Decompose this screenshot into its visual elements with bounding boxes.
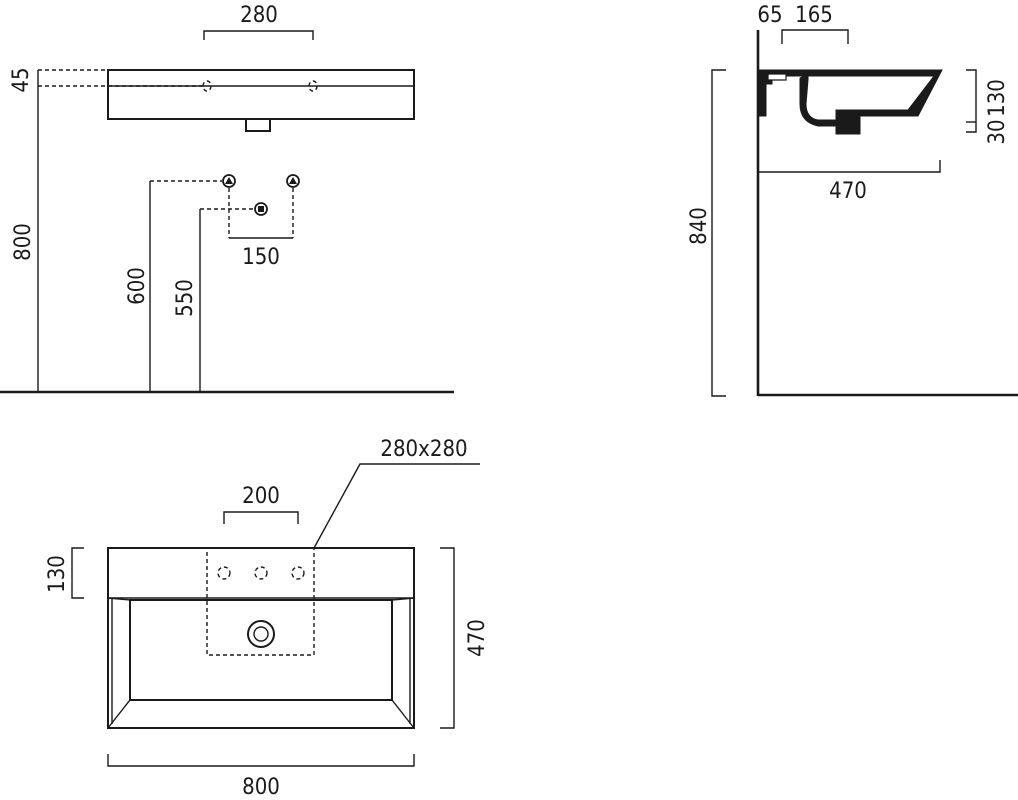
- drain-inner: [253, 626, 269, 642]
- basin-front: [107, 69, 415, 120]
- area-280x280: [206, 547, 315, 656]
- tap-hole-3: [291, 566, 305, 580]
- dim-200-label: 200: [242, 484, 280, 509]
- basin-plan-outline: [107, 547, 415, 729]
- dim-280-line: [203, 30, 314, 40]
- tap-hole-2: [254, 566, 268, 580]
- dim-470-plan-line: [440, 547, 455, 729]
- dim-600-label: 600: [125, 267, 150, 305]
- dim-800-label: 800: [11, 223, 36, 261]
- dim-30-label: 30: [985, 119, 1010, 144]
- dim-65-label: 65: [757, 3, 782, 28]
- dim-280-label: 280: [240, 3, 278, 28]
- bowl-inner: [129, 599, 393, 701]
- dim-150-label: 150: [242, 245, 280, 270]
- dim-165-label: 165: [795, 3, 833, 28]
- basin-section: [757, 69, 943, 135]
- dim-130-line: [966, 69, 977, 133]
- supply-valve-right: [286, 174, 300, 188]
- tap-hole-right: [308, 80, 318, 92]
- dim-840-line: [711, 69, 726, 397]
- bowl-edges: [111, 598, 411, 724]
- dim-130-plan-line: [71, 547, 84, 599]
- front-view: 280 45 800 150 600 550: [0, 3, 454, 394]
- bowl-slopes: [107, 597, 415, 729]
- plan-view: 280x280 200 130 470 800: [45, 437, 490, 800]
- dim-200-line: [223, 511, 299, 524]
- dim-470-side-label: 470: [829, 179, 867, 204]
- dim-800-plan-line: [107, 754, 415, 767]
- tap-hole-left: [202, 80, 212, 92]
- dim-840-label: 840: [687, 207, 712, 245]
- leader-280x280: [313, 463, 480, 549]
- tap-hole-1: [217, 566, 231, 580]
- waste-point: [254, 202, 268, 216]
- dim-45-label: 45: [9, 67, 34, 92]
- dim-130-plan-label: 130: [45, 555, 70, 593]
- dim-165-line: [781, 29, 849, 44]
- tap-mount: [767, 73, 787, 81]
- dim-130-label: 130: [985, 79, 1010, 117]
- dim-470-line: [758, 160, 941, 173]
- supply-valve-left: [222, 174, 236, 188]
- side-view: 65 165 470 840 130 30: [687, 3, 1018, 397]
- drain-outer: [247, 620, 275, 648]
- dim-470-plan-label: 470: [465, 619, 490, 657]
- waste-outlet: [245, 119, 271, 132]
- dim-800-plan-label: 800: [242, 775, 280, 800]
- dim-280x280-label: 280x280: [380, 437, 467, 462]
- dim-550-label: 550: [173, 279, 198, 317]
